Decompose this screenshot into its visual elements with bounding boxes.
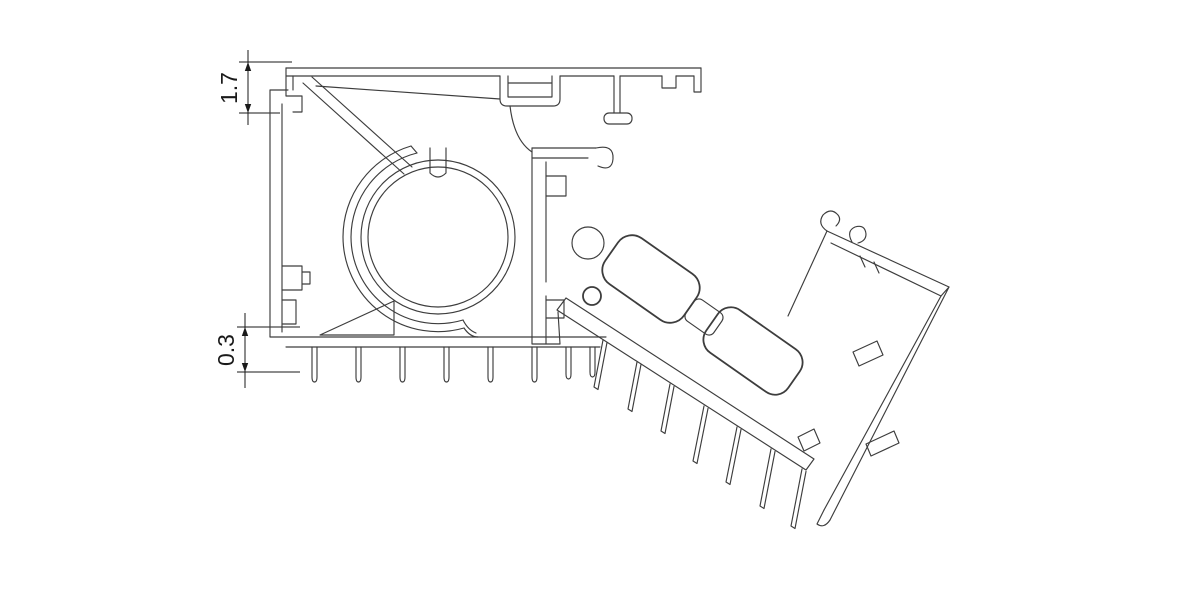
left-corner-strut [285, 67, 418, 175]
left-wall [269, 89, 395, 338]
curl-hook [849, 225, 867, 244]
bottom-hook [816, 509, 831, 527]
fin [487, 346, 494, 383]
dimension-arrow-icon [241, 363, 249, 372]
fin [593, 339, 608, 391]
sash-gaskets [601, 234, 804, 396]
roller-channel [342, 145, 479, 338]
fin [759, 448, 776, 510]
fin [311, 346, 318, 383]
fastener-ports [571, 226, 605, 306]
angled-sash-profile [556, 297, 815, 530]
fin [443, 346, 450, 383]
fin [565, 346, 572, 380]
fin [355, 346, 362, 383]
top-rail-profile [285, 67, 702, 153]
right-column [531, 146, 614, 345]
dimension-label: 0.3 [213, 334, 239, 366]
screw-port-circle [571, 226, 605, 260]
dimension-1-7: 1.7 [216, 50, 292, 125]
clip [797, 428, 821, 452]
small-port-circle [582, 286, 602, 306]
right-frame-profile [787, 210, 950, 527]
fin [531, 346, 538, 383]
fin [660, 383, 675, 435]
base-with-fins [269, 336, 607, 383]
fin [627, 361, 642, 413]
clip [865, 430, 900, 457]
fin [589, 346, 596, 378]
dimension-0-3: 0.3 [213, 313, 300, 388]
gasket-block [601, 234, 701, 324]
fin [790, 468, 807, 530]
roller-tube [360, 147, 516, 315]
gusset-triangle [319, 300, 395, 336]
gasket-block [702, 306, 804, 396]
gasket-spacer [684, 298, 724, 336]
tube-slot [429, 147, 447, 178]
hook-foot [603, 112, 633, 125]
fin [399, 346, 406, 383]
fin [725, 426, 742, 486]
dimension-label: 1.7 [216, 72, 242, 104]
fin [692, 405, 709, 465]
curl-hook [595, 146, 614, 169]
dimension-arrow-icon [244, 62, 252, 71]
curl-hook [820, 210, 841, 232]
clip [852, 340, 884, 367]
dimension-arrow-icon [241, 327, 249, 336]
dimension-arrow-icon [244, 104, 252, 113]
